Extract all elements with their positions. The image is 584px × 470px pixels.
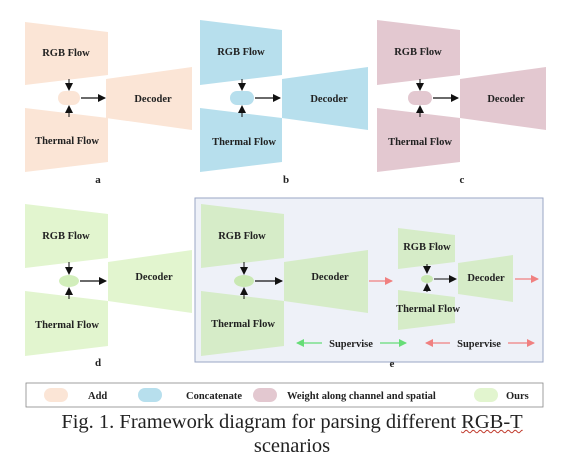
rgb-flow-label-small: RGB Flow <box>403 242 451 253</box>
panel-e: RGB Flow Thermal Flow Decoder RGB Flow T… <box>194 197 544 370</box>
rgb-flow-block <box>377 20 460 85</box>
figure-caption: Fig. 1. Framework diagram for parsing di… <box>0 410 584 458</box>
rgb-flow-block <box>200 20 282 85</box>
legend-label-concatenate: Concatenate <box>186 391 242 402</box>
rgb-flow-label: RGB Flow <box>217 47 265 58</box>
legend-label-add: Add <box>88 391 107 402</box>
caption-line-1-text: Fig. 1. Framework diagram for parsing di… <box>61 411 462 433</box>
decoder-label: Decoder <box>311 272 349 283</box>
supervise-red-label: Supervise <box>457 339 501 350</box>
thermal-flow-label: Thermal Flow <box>212 137 276 148</box>
decoder-block <box>282 67 368 130</box>
legend-frame <box>25 382 544 408</box>
panel-label-a: a <box>95 174 101 186</box>
rgb-flow-label: RGB Flow <box>42 231 90 242</box>
legend-swatch-add <box>44 388 68 402</box>
concat-fusion-node <box>230 91 254 105</box>
thermal-flow-label: Thermal Flow <box>35 136 99 147</box>
thermal-flow-block <box>377 108 460 172</box>
legend-item-weight: Weight along channel and spatial <box>253 388 436 402</box>
weight-fusion-node <box>408 91 432 105</box>
legend-item-add: Add <box>44 388 107 402</box>
decoder-label: Decoder <box>134 94 172 105</box>
panel-b: RGB Flow Thermal Flow Decoder b <box>200 20 368 186</box>
caption-line-1: Fig. 1. Framework diagram for parsing di… <box>0 410 584 434</box>
panel-label-d: d <box>95 357 101 369</box>
legend-label-weight: Weight along channel and spatial <box>287 391 436 402</box>
ours-fusion-node-small <box>421 275 433 283</box>
rgb-flow-block-small <box>398 228 455 269</box>
decoder-block-small <box>458 255 513 302</box>
decoder-block <box>108 250 192 313</box>
rgb-flow-label: RGB Flow <box>394 47 442 58</box>
thermal-flow-label: Thermal Flow <box>211 319 275 330</box>
legend-label-ours: Ours <box>506 391 529 402</box>
thermal-flow-block <box>201 291 284 356</box>
decoder-block <box>106 67 192 130</box>
caption-line-1-rgbt: RGB-T <box>461 411 523 433</box>
panel-d: RGB Flow Thermal Flow Decoder d <box>25 204 192 369</box>
legend: Add Concatenate Weight along channel and… <box>25 382 544 408</box>
panel-c: RGB Flow Thermal Flow Decoder c <box>377 20 546 186</box>
rgb-flow-block <box>25 22 108 85</box>
caption-line-2: scenarios <box>253 435 331 457</box>
panel-label-b: b <box>283 174 289 186</box>
supervise-green-label: Supervise <box>329 339 373 350</box>
thermal-flow-label-small: Thermal Flow <box>396 304 460 315</box>
legend-swatch-concatenate <box>138 388 162 402</box>
rgb-flow-label: RGB Flow <box>42 48 90 59</box>
decoder-label-small: Decoder <box>467 273 505 284</box>
rgb-flow-block <box>25 204 108 268</box>
ours-fusion-node <box>59 275 79 287</box>
panel-label-e: e <box>390 358 395 370</box>
legend-swatch-weight <box>253 388 277 402</box>
legend-item-concatenate: Concatenate <box>138 388 242 402</box>
legend-swatch-ours <box>474 388 498 402</box>
panel-a: RGB Flow Thermal Flow Decoder a <box>25 22 192 186</box>
thermal-flow-block <box>25 291 108 356</box>
rgb-flow-block <box>201 204 284 268</box>
legend-item-ours: Ours <box>474 388 529 402</box>
add-fusion-node <box>58 91 80 105</box>
thermal-flow-block <box>25 108 108 172</box>
thermal-flow-block <box>200 108 282 172</box>
thermal-flow-block-small <box>398 290 455 330</box>
ours-fusion-node <box>234 275 254 287</box>
decoder-label: Decoder <box>135 272 173 283</box>
rgb-flow-label: RGB Flow <box>218 231 266 242</box>
decoder-label: Decoder <box>310 94 348 105</box>
thermal-flow-label: Thermal Flow <box>35 320 99 331</box>
panel-label-c: c <box>460 174 465 186</box>
decoder-block <box>460 67 546 130</box>
thermal-flow-label: Thermal Flow <box>388 137 452 148</box>
decoder-block <box>284 250 368 313</box>
decoder-label: Decoder <box>487 94 525 105</box>
